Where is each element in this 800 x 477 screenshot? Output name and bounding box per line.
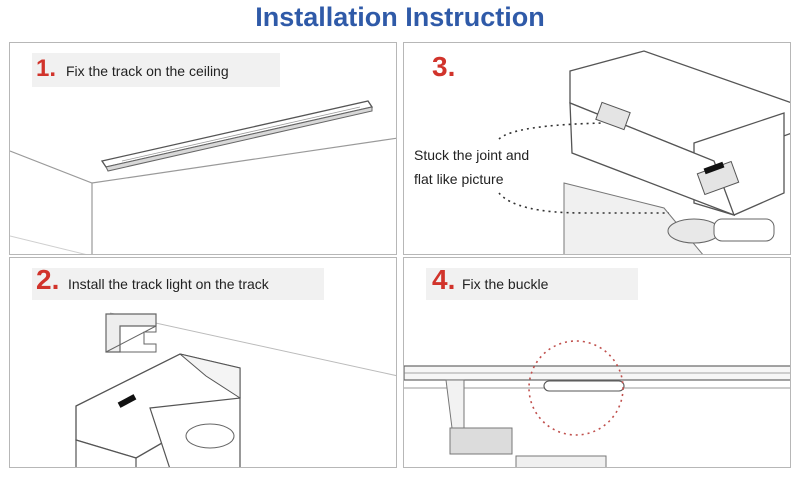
caption-background bbox=[426, 268, 638, 300]
track-light-illustration bbox=[75, 312, 396, 467]
step-3-panel: 3. Stuck the joint and flat like picture bbox=[403, 42, 791, 255]
step-number: 3. bbox=[432, 51, 456, 82]
step-number: 1. bbox=[36, 55, 57, 82]
step-4-panel: 4. Fix the buckle bbox=[403, 257, 791, 468]
step-number: 4. bbox=[432, 264, 456, 295]
caption-background bbox=[32, 53, 280, 87]
caption-background bbox=[32, 268, 324, 300]
joint-illustration bbox=[498, 50, 790, 254]
buckle-illustration bbox=[404, 340, 790, 467]
step-1-panel: 1. Fix the track on the ceiling bbox=[9, 42, 397, 255]
step-2-panel: 2. Install the track light on the track bbox=[9, 257, 397, 468]
step-text-line-2: flat like picture bbox=[414, 171, 504, 187]
step-text: Fix the buckle bbox=[462, 276, 549, 292]
step-number: 2. bbox=[36, 264, 60, 295]
step-text: Install the track light on the track bbox=[68, 276, 269, 292]
step-text-line-1: Stuck the joint and bbox=[414, 147, 530, 163]
ceiling-track-illustration bbox=[10, 100, 396, 254]
step-text: Fix the track on the ceiling bbox=[66, 63, 229, 79]
page-title: Installation Instruction bbox=[255, 2, 545, 32]
